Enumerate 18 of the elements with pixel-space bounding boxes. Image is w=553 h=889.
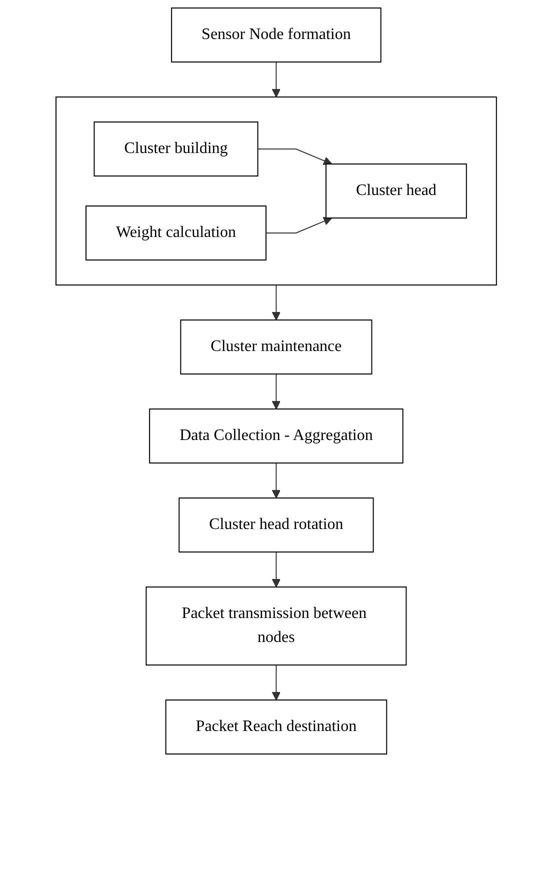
arrow bbox=[272, 284, 281, 320]
arrow bbox=[272, 664, 281, 700]
node-box: Cluster maintenance bbox=[180, 320, 373, 374]
node-box: Packet transmission between nodes bbox=[146, 586, 407, 666]
node-box: Data Collection - Aggregation bbox=[149, 408, 404, 464]
arrow bbox=[258, 148, 332, 165]
node-box: Packet Reach destination bbox=[166, 700, 388, 754]
node-box: Cluster building bbox=[94, 122, 259, 176]
node-box: Sensor Node formation bbox=[171, 8, 382, 62]
arrow bbox=[272, 62, 281, 98]
node-box: Cluster head bbox=[326, 164, 468, 218]
node-box: Cluster head rotation bbox=[178, 498, 374, 552]
arrow bbox=[272, 374, 281, 410]
arrow bbox=[272, 552, 281, 588]
arrow bbox=[266, 217, 332, 234]
node-box: Weight calculation bbox=[86, 206, 267, 260]
arrow bbox=[272, 462, 281, 498]
cluster bbox=[56, 96, 498, 286]
